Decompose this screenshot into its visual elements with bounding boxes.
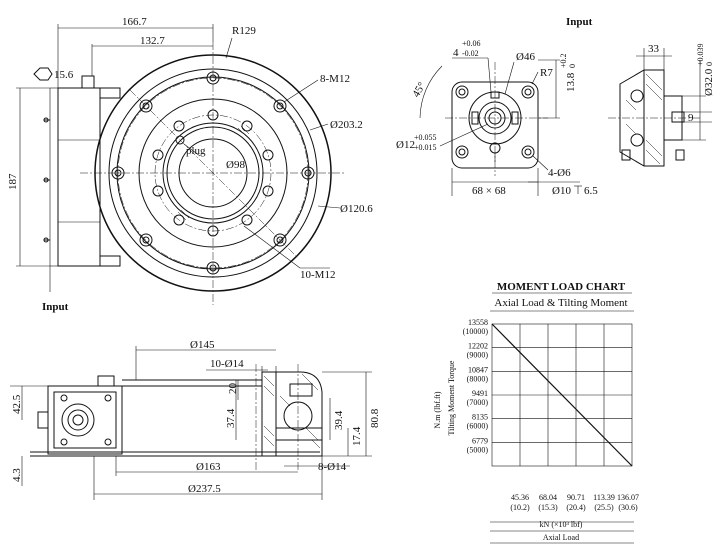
chart-y-tick-sublabel: (5000) [467,445,489,454]
dim-r7: R7 [540,67,553,79]
dim-dia-outer: Ø203.2 [330,119,363,131]
dim-d32-tol-lo: 0 [705,62,714,66]
dim-d12: Ø12 [396,139,415,151]
front-view: 15.6 [7,16,373,313]
chart-y-tick-sublabel: (8000) [467,374,489,383]
dim-holes-top: 10-Ø14 [210,358,244,370]
chart-ylabel-units: N.m (lbf.ft) [433,391,442,428]
dim-width-inner: 132.7 [140,35,165,47]
chart-x-tick-sublabel: (20.4) [566,503,586,512]
dim-d374: 37.4 [225,408,237,428]
moment-load-chart: MOMENT LOAD CHART Axial Load & Tilting M… [433,281,639,544]
label-plug: plug [186,145,206,157]
dim-hex: 15.6 [54,69,74,81]
ring-section [261,371,323,457]
dim-d808: 80.8 [369,408,381,428]
dim-radius: R129 [232,25,256,37]
chart-series-line [491,323,633,467]
motor-housing [57,87,101,267]
dim-d33: 33 [648,43,660,55]
chart-x-tick-label: 136.07 [617,493,639,502]
chart-y-ticks: 13558(10000) 12202(9000) 10847(8000) 9491(7… [463,318,489,454]
chart-x-tick-label: 113.39 [593,493,615,502]
chart-y-tick-label: 13558 [468,318,488,327]
dim-d9: 9 [688,112,694,124]
chart-x-tick-label: 90.71 [567,493,585,502]
dim-depth: 6.5 [584,185,598,197]
chart-x-tick-label: 68.04 [539,493,557,502]
chart-y-tick-sublabel: (10000) [463,327,489,336]
dim-holes-bottom: 8-Ø14 [318,461,347,473]
dim-d174: 17.4 [351,426,363,446]
chart-y-tick-sublabel: (9000) [467,351,489,360]
chart-y-tick-label: 6779 [472,436,488,445]
chart-subtitle: Axial Load & Tilting Moment [494,297,627,309]
dim-d163: Ø163 [196,461,221,473]
plug-icon [175,135,185,145]
dim-keyway-tol-hi: +0.06 [462,39,481,48]
chart-title: MOMENT LOAD CHART [497,281,626,293]
dim-square: 68 × 68 [472,185,506,197]
chart-x-tick-sublabel: (25.5) [594,503,614,512]
dim-width-total: 166.7 [122,16,147,28]
chart-x-tick-sublabel: (15.3) [538,503,558,512]
chart-y-tick-sublabel: (7000) [467,398,489,407]
dim-d32: Ø32.0 [703,68,715,96]
dim-d394: 39.4 [333,410,345,430]
dim-d425: 42.5 [11,394,23,414]
chart-y-tick-label: 8135 [472,413,488,422]
dim-dia46: Ø46 [516,51,535,63]
inner-bolt-holes [152,109,274,237]
dim-d12-tol-hi: +0.055 [414,133,437,142]
chart-x-ticks: 45.36(10.2) 68.04(15.3) 90.71(20.4) 113.39(… [510,493,639,512]
dim-d43: 4.3 [11,468,23,482]
chart-y-tick-label: 10847 [468,365,488,374]
shaft-view: 33 Ø32.0 +0.039 0 9 [608,43,715,167]
chart-x-tick-label: 45.36 [511,493,529,502]
dim-dia-inner: Ø120.6 [340,203,373,215]
dim-bolt-outer: 8-M12 [320,73,350,85]
dim-bolt-inner: 10-M12 [300,269,335,281]
dim-d138-tol-lo: 0 [568,64,577,68]
dim-d32-tol-hi: +0.039 [696,43,705,66]
label-input-front: Input [42,301,69,313]
chart-x-tick-sublabel: (10.2) [510,503,530,512]
dim-d138-tol-hi: +0.2 [559,53,568,68]
chart-y-tick-label: 9491 [472,389,488,398]
dim-d20: 20 [227,383,239,395]
dim-dia-bore: Ø98 [226,159,245,171]
dim-angle: 45° [410,80,428,99]
dim-height: 187 [7,173,19,190]
motor-flange-view: Input 4 +0.06 -0.02 Ø46 R7 13.8 +0.2 [396,16,598,197]
dim-d145: Ø145 [190,339,215,351]
dim-keyway-width: 4 [453,47,459,59]
flange-holes [455,85,535,159]
flange-title: Input [566,16,593,28]
chart-xlabel: kN (×10³ lbf) [540,520,583,529]
dim-d138: 13.8 [565,72,577,92]
dim-d12-tol-lo: +0.015 [414,143,437,152]
dim-counterbore: Ø10 [552,185,571,197]
chart-xlabel-bottom: Axial Load [543,533,579,542]
dim-holes: 4-Ø6 [548,167,571,179]
chart-ylabel: Tilting Moment Torque [447,360,456,435]
hex-nut-icon [33,67,53,81]
outer-bolt-holes [111,71,315,275]
section-view: Ø145 10-Ø14 20 37.4 39.4 17.4 80.8 42.5 … [10,339,381,500]
chart-x-tick-sublabel: (30.6) [618,503,638,512]
chart-series [491,323,633,467]
dim-keyway-tol-lo: -0.02 [462,49,479,58]
dim-d2375: Ø237.5 [188,483,221,495]
chart-y-tick-label: 12202 [468,342,488,351]
chart-y-tick-sublabel: (6000) [467,422,489,431]
